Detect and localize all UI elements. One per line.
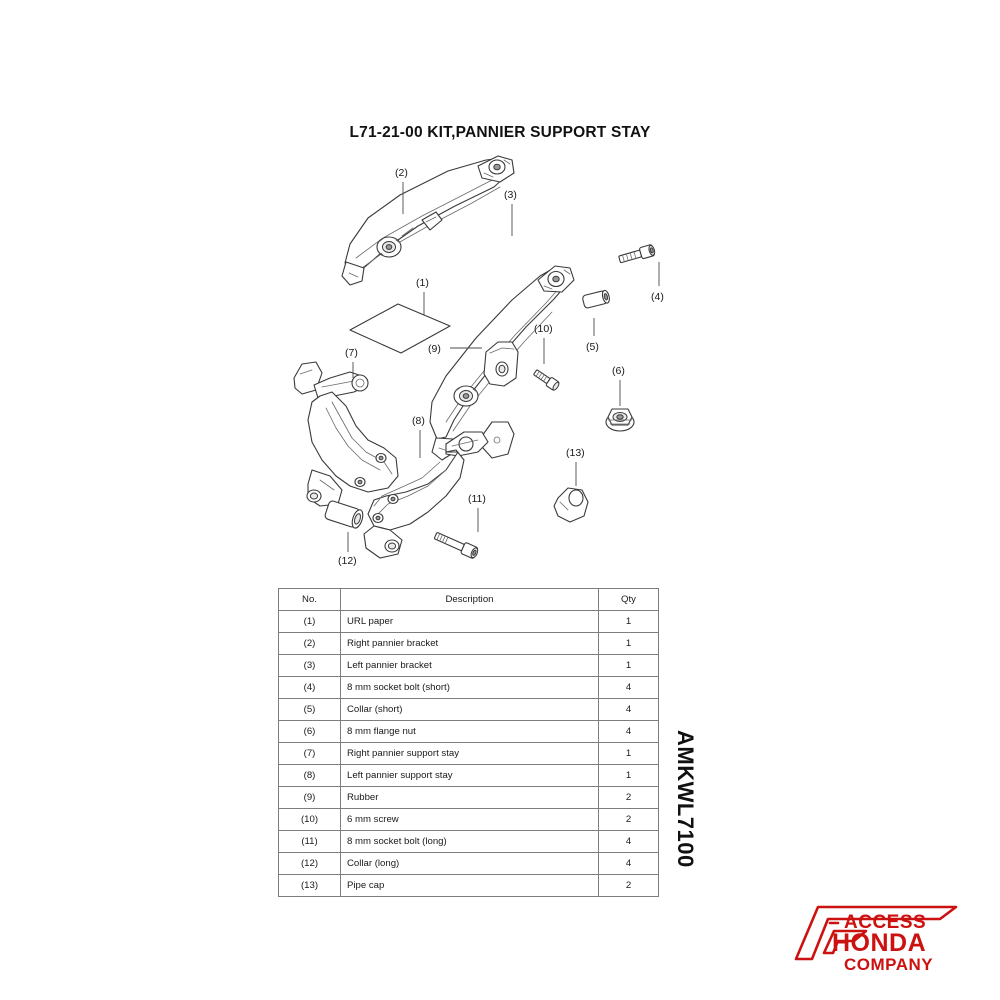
cell-qty: 1	[598, 632, 659, 655]
callout-label-5: (5)	[586, 341, 599, 353]
cell-no: (6)	[278, 720, 341, 743]
callout-label-12: (12)	[338, 555, 357, 567]
cell-description: URL paper	[340, 610, 599, 633]
cell-qty: 1	[598, 764, 659, 787]
callout-label-11: (11)	[468, 493, 486, 505]
cell-qty: 4	[598, 720, 659, 743]
logo-line-honda: HONDA	[832, 929, 926, 957]
logo-wing-mark	[794, 905, 958, 961]
part-6-flange-nut: (6)	[605, 365, 635, 432]
part-10-screw: (10)	[533, 323, 560, 391]
cell-qty: 4	[598, 852, 659, 875]
column-header-no: No.	[278, 588, 341, 611]
cell-qty: 1	[598, 654, 659, 677]
cell-description: Left pannier bracket	[340, 654, 599, 677]
table-row: (5)Collar (short)4	[278, 698, 659, 721]
cell-no: (10)	[278, 808, 341, 831]
part-7-right-support-stay: (7)	[293, 347, 399, 507]
cell-no: (11)	[278, 830, 341, 853]
cell-qty: 1	[598, 610, 659, 633]
cell-description: Right pannier support stay	[340, 742, 599, 765]
callout-label-7: (7)	[345, 347, 358, 359]
cell-qty: 4	[598, 676, 659, 699]
part-2-right-pannier-bracket: (2)	[341, 155, 515, 286]
cell-qty: 1	[598, 742, 659, 765]
cell-description: 6 mm screw	[340, 808, 599, 831]
cell-no: (9)	[278, 786, 341, 809]
cell-no: (2)	[278, 632, 341, 655]
drawing-code: AMKWL7100	[673, 730, 698, 868]
table-row: (12)Collar (long)4	[278, 852, 659, 875]
callout-label-13: (13)	[566, 447, 585, 459]
cell-no: (12)	[278, 852, 341, 875]
callout-label-9: (9)	[428, 343, 441, 355]
cell-description: Left pannier support stay	[340, 764, 599, 787]
cell-no: (5)	[278, 698, 341, 721]
callout-label-8: (8)	[412, 415, 425, 427]
cell-qty: 4	[598, 698, 659, 721]
access-honda-company-logo: ACCESS HONDA COMPANY	[790, 893, 990, 978]
part-9-rubber: (9)	[428, 341, 519, 387]
part-13-pipe-cap: (13)	[553, 447, 589, 523]
page-title: L71-21-00 KIT,PANNIER SUPPORT STAY	[349, 124, 651, 141]
cell-qty: 2	[598, 808, 659, 831]
callout-label-10: (10)	[534, 323, 553, 335]
cell-description: 8 mm socket bolt (short)	[340, 676, 599, 699]
part-4-socket-bolt-short: (4)	[618, 244, 664, 303]
cell-no: (8)	[278, 764, 341, 787]
table-row: (4)8 mm socket bolt (short)4	[278, 676, 659, 699]
cell-qty: 2	[598, 786, 659, 809]
cell-no: (7)	[278, 742, 341, 765]
cell-description: Right pannier bracket	[340, 632, 599, 655]
cell-description: 8 mm socket bolt (long)	[340, 830, 599, 853]
exploded-parts-diagram: .ln { fill:none; stroke:#3a3a3a; stroke-…	[250, 140, 730, 570]
table-header-row: No. Description Qty	[278, 588, 659, 611]
callout-label-3: (3)	[504, 189, 517, 201]
cell-no: (1)	[278, 610, 341, 633]
callout-label-6: (6)	[612, 365, 625, 377]
callout-label-1: (1)	[416, 277, 429, 289]
cell-no: (3)	[278, 654, 341, 677]
part-5-collar-short: (5)	[582, 289, 610, 353]
column-header-description: Description	[340, 588, 599, 611]
column-header-qty: Qty	[598, 588, 659, 611]
callout-label-4: (4)	[651, 291, 664, 303]
table-row: (11)8 mm socket bolt (long)4	[278, 830, 659, 853]
logo-line-company: COMPANY	[844, 955, 933, 974]
cell-description: Collar (short)	[340, 698, 599, 721]
callout-label-2: (2)	[395, 167, 408, 179]
part-1-url-paper: (1)	[349, 277, 451, 354]
cell-description: Rubber	[340, 786, 599, 809]
cell-description: Pipe cap	[340, 874, 599, 897]
part-11-socket-bolt-long: (11)	[433, 493, 486, 559]
part-12-collar-long: (12)	[324, 500, 364, 567]
cell-qty: 4	[598, 830, 659, 853]
cell-description: Collar (long)	[340, 852, 599, 875]
cell-no: (4)	[278, 676, 341, 699]
cell-qty: 2	[598, 874, 659, 897]
logo-line-access: ACCESS	[844, 912, 926, 933]
cell-description: 8 mm flange nut	[340, 720, 599, 743]
cell-no: (13)	[278, 874, 341, 897]
part-8-left-support-stay: (8)	[363, 415, 515, 559]
